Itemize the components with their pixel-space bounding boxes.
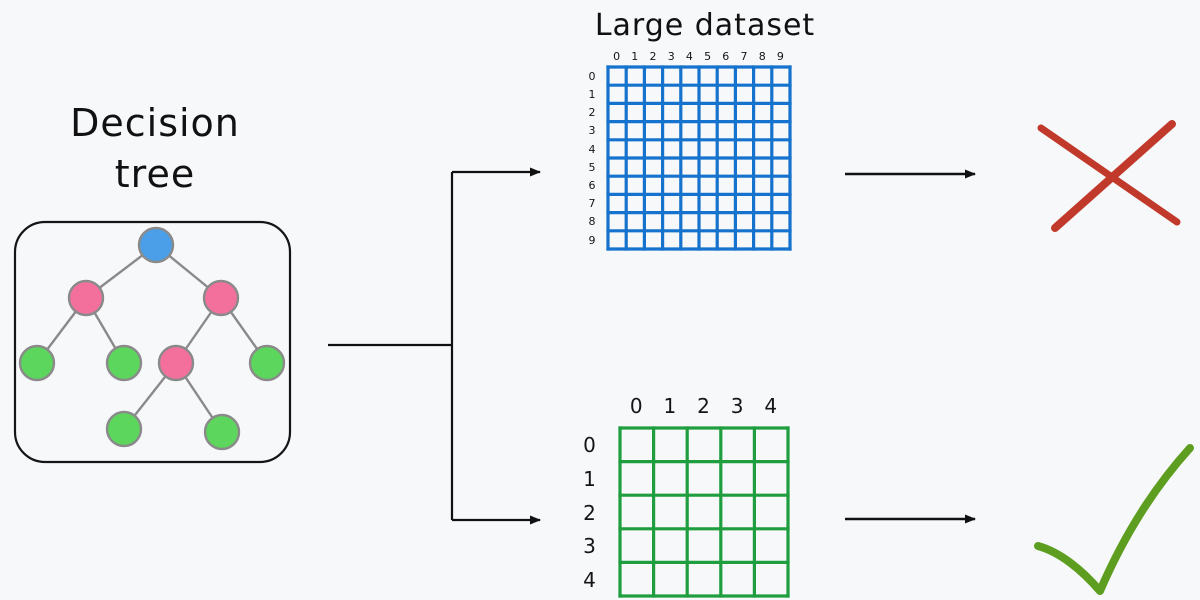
tree-node-leaf[interactable] bbox=[105, 410, 143, 448]
cross-stroke bbox=[1051, 120, 1176, 232]
tree-node-leaf[interactable] bbox=[203, 413, 241, 451]
tree-node-leaf[interactable] bbox=[18, 344, 56, 382]
grid-row-label: 4 bbox=[588, 142, 597, 156]
grid-column-label: 9 bbox=[776, 50, 785, 63]
tree-node-internal[interactable] bbox=[157, 344, 195, 382]
grid-row-label: 6 bbox=[588, 178, 597, 192]
page-title-decision-tree: Decision tree bbox=[30, 98, 280, 201]
tree-node-leaf[interactable] bbox=[248, 344, 286, 382]
grid-row-label: 1 bbox=[588, 87, 597, 101]
grid-column-label: 4 bbox=[764, 394, 779, 418]
grid-row-label: 1 bbox=[583, 466, 597, 491]
tree-node-internal[interactable] bbox=[67, 279, 105, 317]
grid-column-label: 1 bbox=[663, 394, 678, 418]
tree-node-root[interactable] bbox=[137, 226, 175, 264]
grid-column-label: 5 bbox=[704, 50, 713, 63]
grid-row-label: 3 bbox=[583, 534, 597, 559]
grid-column-label: 6 bbox=[722, 50, 731, 63]
grid-column-label: 8 bbox=[758, 50, 767, 63]
page-title-large-dataset: Large dataset bbox=[594, 8, 816, 43]
large-dataset-grid bbox=[606, 65, 792, 251]
red-cross-mark bbox=[1037, 120, 1181, 232]
grid-row-label: 9 bbox=[588, 233, 597, 247]
check-stroke bbox=[1034, 444, 1194, 595]
grid-row-label: 8 bbox=[588, 215, 597, 229]
grid-row-label: 7 bbox=[588, 197, 597, 211]
grid-row-label: 0 bbox=[583, 433, 597, 458]
grid-row-label: 2 bbox=[588, 106, 597, 120]
grid-column-label: 3 bbox=[667, 50, 676, 63]
decision-tree-diagram bbox=[13, 220, 292, 464]
grid-column-label: 2 bbox=[697, 394, 711, 418]
grid-column-label: 2 bbox=[649, 50, 658, 63]
grid-column-label: 7 bbox=[740, 50, 749, 63]
grid-column-label: 1 bbox=[631, 50, 640, 63]
decision-tree-box bbox=[13, 220, 292, 464]
grid-column-label: 4 bbox=[685, 50, 694, 63]
tree-node-leaf[interactable] bbox=[105, 344, 143, 382]
grid-row-label: 2 bbox=[583, 500, 597, 525]
grid-row-label: 4 bbox=[583, 567, 597, 592]
decision-tree-edges bbox=[35, 243, 269, 434]
grid-column-label: 0 bbox=[613, 50, 622, 63]
tree-node-internal[interactable] bbox=[202, 279, 240, 317]
decision-tree-title-line-2: tree bbox=[114, 152, 196, 197]
grid-row-label: 3 bbox=[588, 124, 597, 138]
decision-tree-title-line-1: Decision bbox=[70, 101, 240, 145]
small-dataset-grid bbox=[618, 426, 790, 598]
decision-tree-nodes bbox=[18, 226, 286, 451]
branching-arrow bbox=[328, 167, 541, 525]
grid-row-label: 0 bbox=[588, 69, 597, 83]
grid-row-label: 5 bbox=[588, 160, 597, 174]
grid-column-label: 3 bbox=[730, 394, 745, 418]
green-check-mark bbox=[1034, 444, 1194, 595]
grid-column-label: 0 bbox=[629, 394, 644, 418]
